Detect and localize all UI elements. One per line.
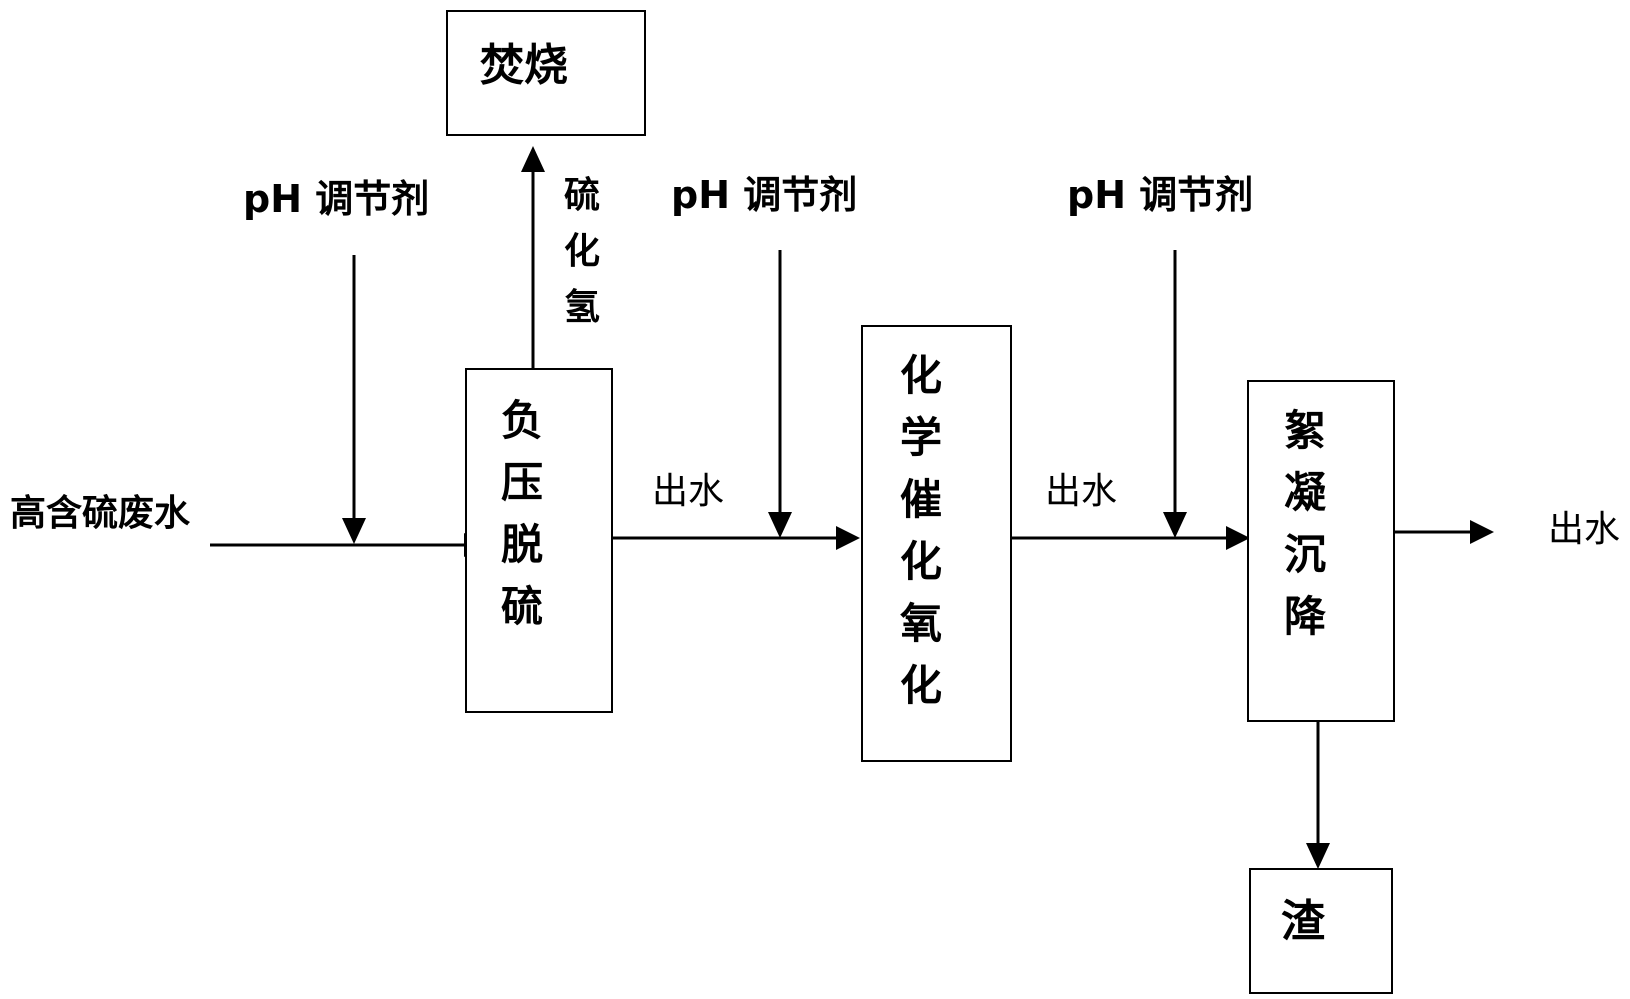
ph-agent-1-label: pH 调节剂 bbox=[243, 177, 430, 221]
vacuum-desulfurization-box bbox=[465, 368, 613, 713]
coagulation-sedimentation-label: 絮 凝 沉 降 bbox=[1283, 406, 1326, 641]
vacuum-desulfurization-label: 负 压 脱 硫 bbox=[500, 396, 543, 631]
residue-box bbox=[1249, 868, 1393, 994]
residue-label: 渣 bbox=[1281, 896, 1325, 947]
coagulation-sedimentation-box bbox=[1247, 380, 1395, 722]
final-effluent-label: 出水 bbox=[1548, 509, 1621, 550]
feed-label: 高含硫废水 bbox=[10, 493, 191, 534]
incineration-box bbox=[446, 10, 646, 136]
incineration-label: 焚烧 bbox=[480, 40, 568, 91]
effluent-1-label: 出水 bbox=[652, 471, 725, 512]
ph-agent-3-label: pH 调节剂 bbox=[1067, 173, 1254, 217]
catalytic-oxidation-label: 化 学 催 化 氧 化 bbox=[899, 351, 942, 710]
ph-agent-2-label: pH 调节剂 bbox=[671, 173, 858, 217]
effluent-2-label: 出水 bbox=[1045, 471, 1118, 512]
catalytic-oxidation-box bbox=[861, 325, 1012, 762]
h2s-label: 硫 化 氢 bbox=[563, 175, 600, 328]
